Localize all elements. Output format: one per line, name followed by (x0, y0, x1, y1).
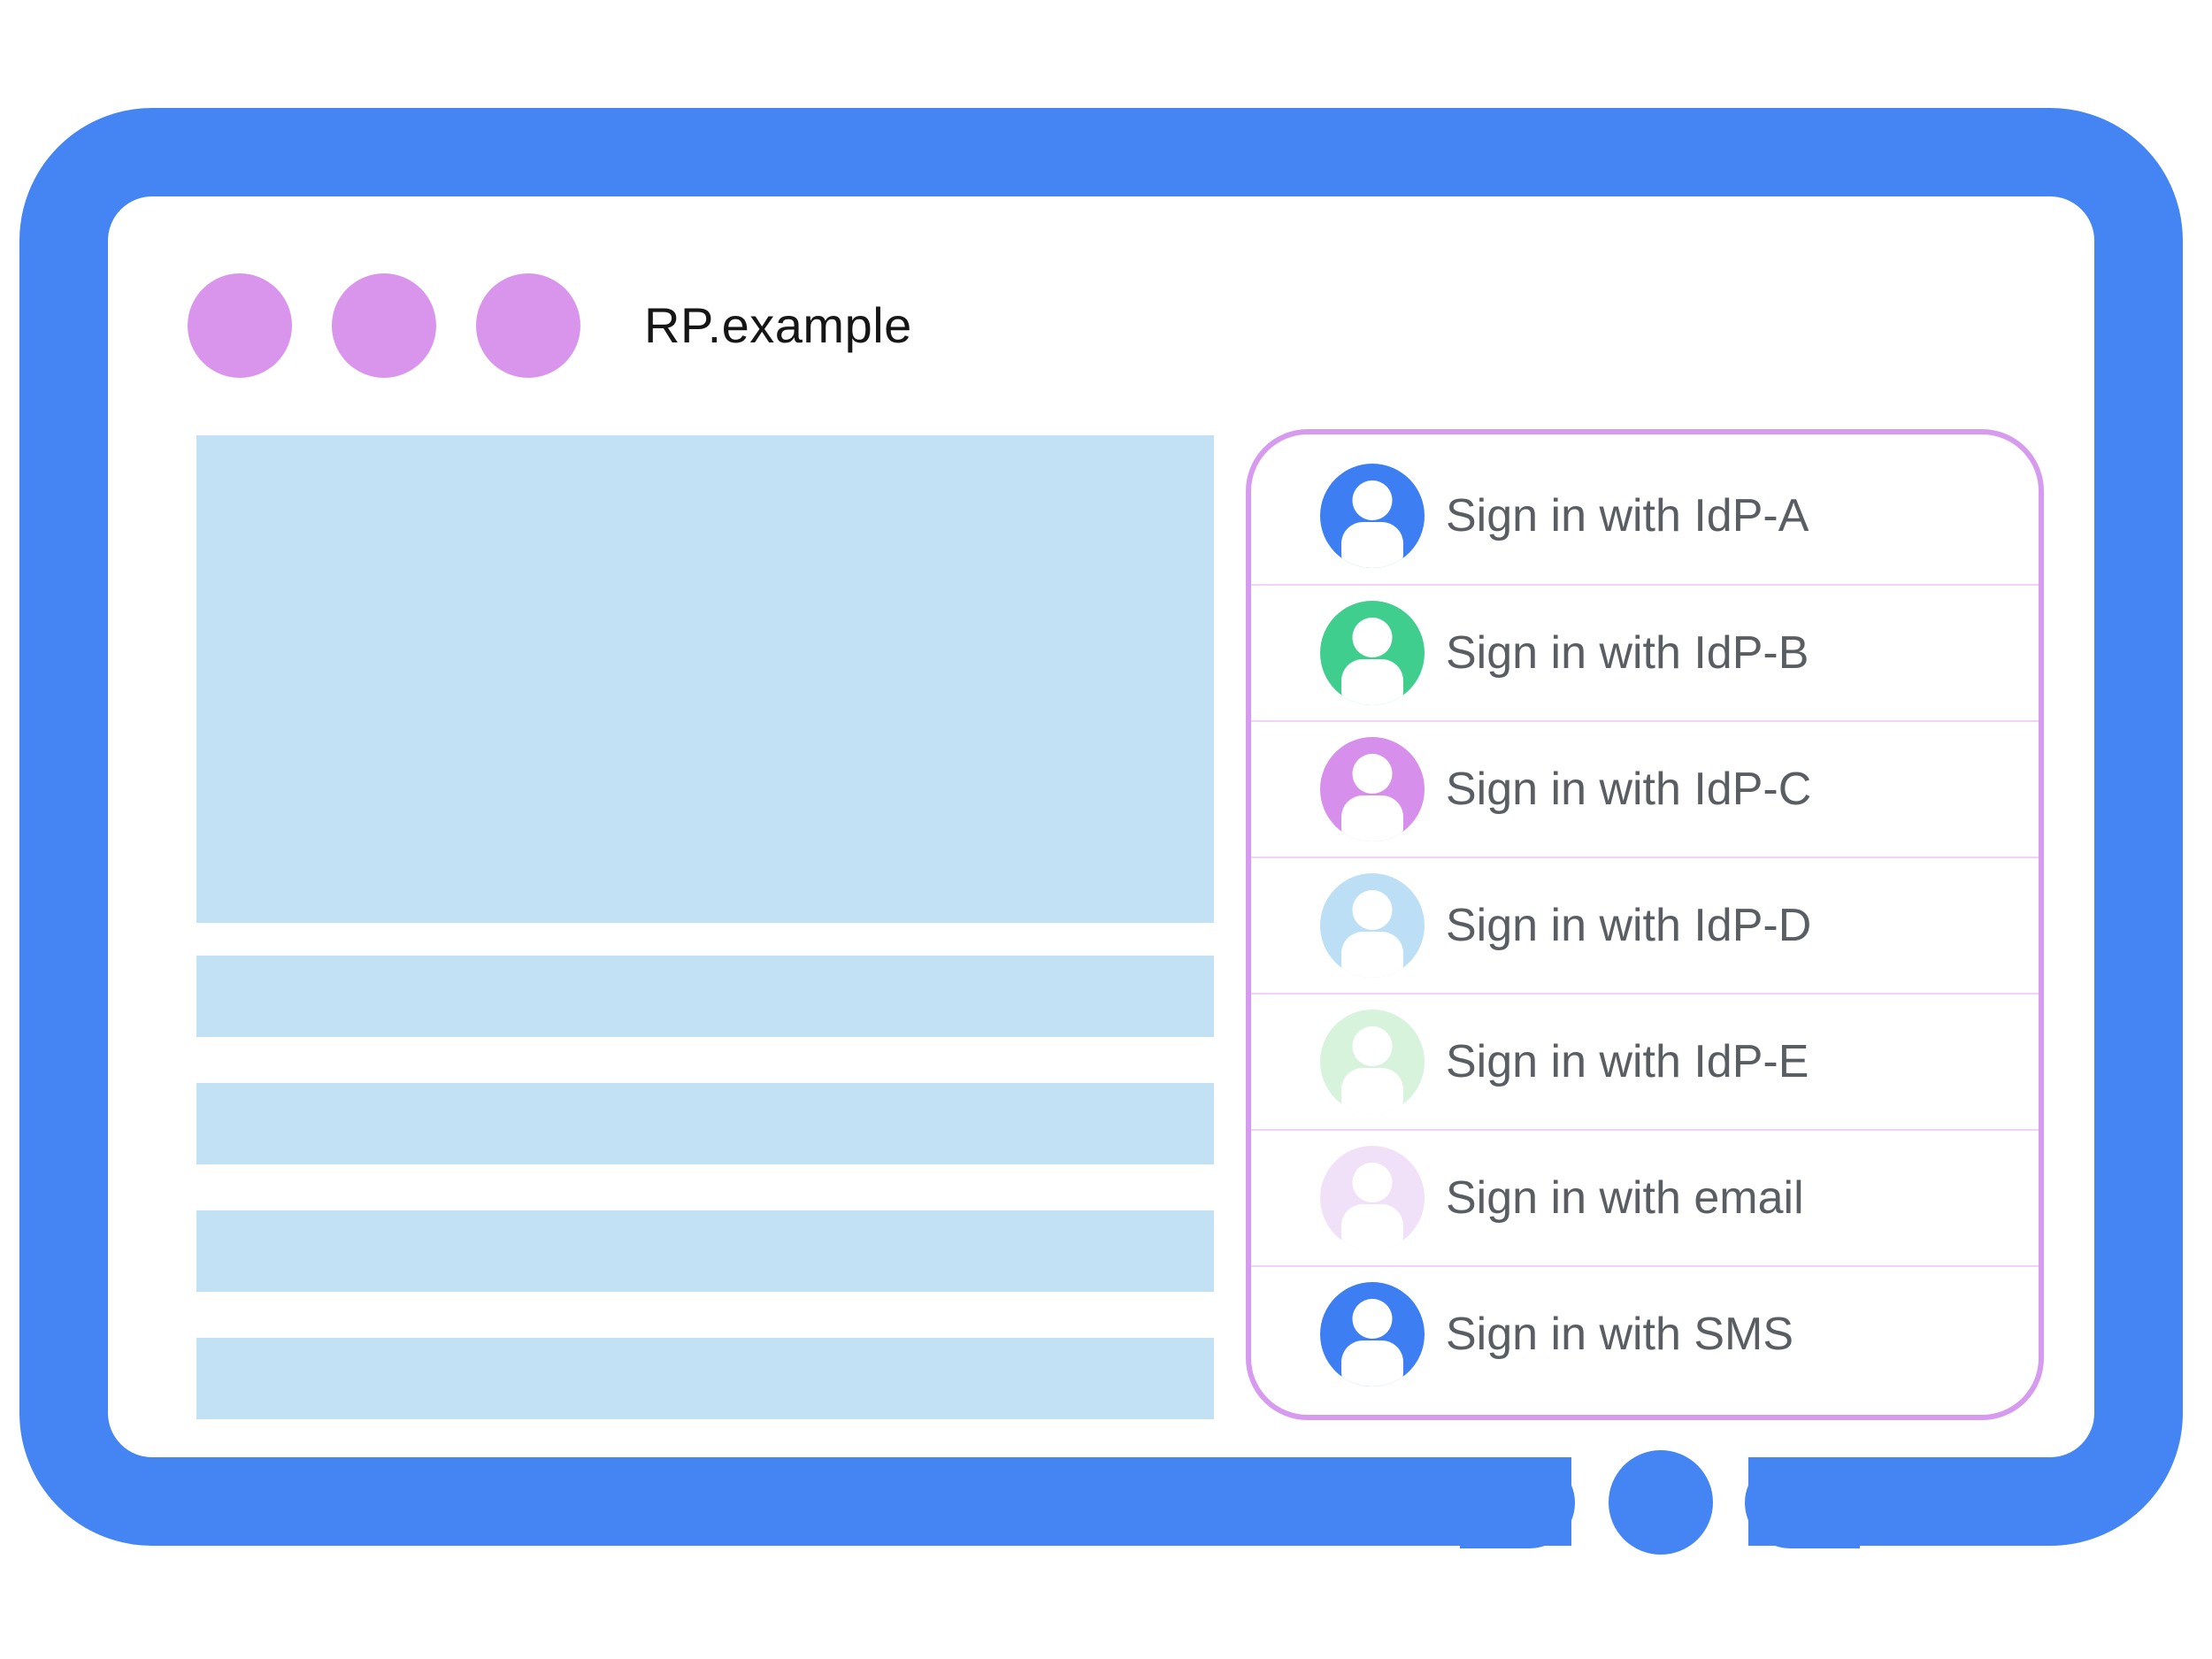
content-placeholder-bar (196, 1338, 1214, 1419)
signin-option-row[interactable]: Sign in with email (1251, 1129, 2039, 1265)
frame-bottom-right-cap (1745, 1457, 1860, 1548)
signin-option-row[interactable]: Sign in with IdP-A (1251, 448, 2039, 584)
signin-dialog: Sign in with IdP-A Sign in with IdP-B Si… (1246, 429, 2044, 1420)
window-control-dot-icon[interactable] (476, 273, 580, 378)
content-placeholder-hero (196, 435, 1214, 923)
person-avatar-icon (1320, 464, 1425, 568)
signin-option-row[interactable]: Sign in with IdP-C (1251, 720, 2039, 856)
signin-option-label: Sign in with SMS (1446, 1309, 1794, 1360)
person-avatar-icon (1320, 1146, 1425, 1250)
signin-option-row[interactable]: Sign in with IdP-D (1251, 856, 2039, 993)
person-avatar-icon (1320, 1010, 1425, 1114)
signin-option-label: Sign in with email (1446, 1172, 1804, 1224)
person-icon (1341, 618, 1403, 705)
person-avatar-icon (1320, 1282, 1425, 1386)
content-placeholder-bar (196, 956, 1214, 1037)
signin-option-label: Sign in with IdP-B (1446, 627, 1809, 679)
frame-bottom-left-cap (1460, 1457, 1575, 1548)
person-icon (1341, 754, 1403, 841)
person-avatar-icon (1320, 601, 1425, 705)
window-control-dot-icon[interactable] (188, 273, 292, 378)
person-icon (1341, 1163, 1403, 1250)
person-icon (1341, 1026, 1403, 1114)
person-avatar-icon (1320, 873, 1425, 978)
window-control-dot-icon[interactable] (332, 273, 436, 378)
signin-option-row[interactable]: Sign in with IdP-E (1251, 993, 2039, 1129)
content-placeholder-bar (196, 1083, 1214, 1164)
person-icon (1341, 480, 1403, 568)
person-avatar-icon (1320, 737, 1425, 841)
signin-option-row[interactable]: Sign in with SMS (1251, 1265, 2039, 1402)
signin-option-label: Sign in with IdP-D (1446, 900, 1812, 951)
person-icon (1341, 1299, 1403, 1386)
signin-option-label: Sign in with IdP-A (1446, 490, 1809, 541)
content-placeholder-bar (196, 1210, 1214, 1292)
frame-base-dot-icon (1609, 1450, 1713, 1555)
signin-option-label: Sign in with IdP-C (1446, 764, 1812, 815)
person-icon (1341, 890, 1403, 978)
signin-option-label: Sign in with IdP-E (1446, 1036, 1809, 1087)
browser-url-title: RP.example (644, 297, 912, 353)
signin-option-row[interactable]: Sign in with IdP-B (1251, 584, 2039, 720)
